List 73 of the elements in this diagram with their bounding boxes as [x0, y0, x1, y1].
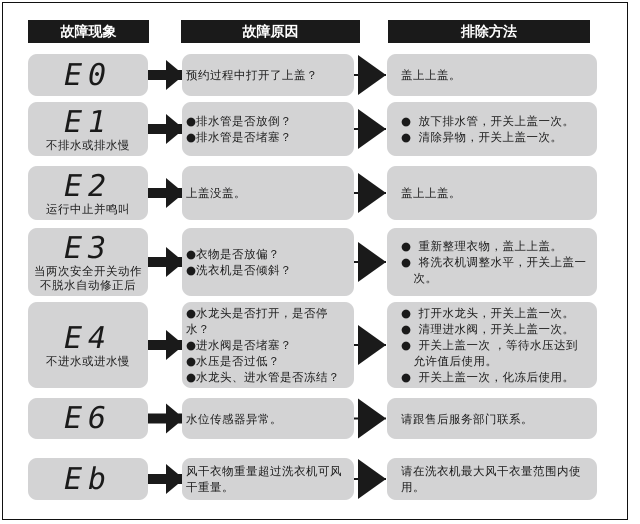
arrow — [354, 398, 386, 438]
error-code-display — [28, 166, 148, 220]
arrow — [148, 404, 184, 434]
arrow — [148, 60, 184, 90]
error-code: E4 — [64, 322, 112, 354]
error-code-display — [28, 54, 148, 96]
cause-box — [182, 166, 354, 220]
error-code: E3 — [64, 232, 112, 264]
cause-box — [182, 228, 354, 296]
arrow — [148, 330, 184, 360]
remedy-text: ● 将洗衣机调整水平，开关上盖一次。 — [401, 254, 588, 286]
cause-box — [182, 302, 354, 388]
remedy-text: ● 重新整理衣物，盖上上盖。 — [401, 238, 564, 254]
remedy-text: ● 开关上盖一次，化冻后使用。 — [401, 369, 576, 385]
error-code-display — [28, 228, 148, 296]
remedy-text: ● 清除异物，开关上盖一次。 — [401, 129, 564, 145]
cause-box — [182, 458, 354, 500]
error-code: Eb — [64, 464, 112, 494]
symptom-text: 不排水或排水慢 — [46, 138, 130, 152]
error-code-display — [28, 398, 148, 439]
arrow — [354, 242, 386, 282]
remedy-text: 请在洗衣机最大风干衣量范围内使用。 — [401, 463, 582, 495]
arrow — [148, 247, 184, 277]
cause-box — [182, 102, 354, 156]
remedy-text: 盖上上盖。 — [401, 67, 462, 83]
arrow — [354, 325, 386, 365]
cause-box — [182, 54, 354, 96]
remedy-text: ● 放下排水管，开关上盖一次。 — [401, 113, 576, 129]
arrow — [148, 464, 184, 494]
remedy-box — [387, 166, 597, 220]
symptom-text: 当两次安全开关动作不脱水自动修正后 — [33, 264, 143, 292]
cause-text: ●衣物是否放偏？ — [186, 246, 282, 262]
error-code-display — [28, 458, 148, 500]
remedy-box — [387, 228, 597, 296]
arrow — [148, 114, 184, 144]
remedy-box — [387, 54, 597, 96]
arrow — [354, 459, 386, 499]
column-header: 故障现象 — [28, 20, 149, 43]
cause-text: ●洗衣机是否倾斜？ — [186, 262, 294, 278]
column-header: 故障原因 — [181, 20, 360, 43]
arrow — [354, 173, 386, 213]
error-code: E6 — [64, 403, 112, 434]
column-header: 排除方法 — [388, 20, 590, 43]
arrow — [354, 109, 386, 149]
cause-text: ●排水管是否放倒？ — [186, 113, 294, 129]
remedy-text: 盖上上盖。 — [401, 185, 462, 201]
cause-text: 风干衣物重量超过洗衣机可风干重量。 — [186, 463, 343, 495]
cause-text: 水位传感器异常。 — [186, 410, 283, 426]
arrow — [354, 55, 386, 95]
remedy-box — [387, 458, 597, 500]
remedy-text: ● 打开水龙头，开关上盖一次。 — [401, 305, 576, 321]
error-code: E0 — [64, 60, 112, 90]
cause-text: ●排水管是否堵塞？ — [186, 129, 294, 145]
error-code-display — [28, 102, 148, 156]
cause-text: ●进水阀是否堵塞？ — [186, 337, 294, 353]
error-code: E1 — [64, 106, 112, 138]
remedy-text: ● 清理进水阀，开关上盖一次。 — [401, 321, 576, 337]
cause-text: ●水龙头、进水管是否冻结？ — [186, 369, 342, 385]
error-code: E2 — [64, 170, 112, 202]
symptom-text: 运行中止并鸣叫 — [46, 202, 130, 216]
symptom-text: 不进水或进水慢 — [46, 354, 130, 368]
cause-text: 预约过程中打开了上盖？ — [186, 67, 319, 83]
cause-text: ●水龙头是否打开，是否停水？ — [186, 305, 330, 337]
cause-text: 上盖没盖。 — [186, 185, 247, 201]
cause-box — [182, 398, 354, 439]
remedy-text: 请跟售后服务部门联系。 — [401, 410, 534, 426]
remedy-box — [387, 102, 597, 156]
remedy-box — [387, 398, 597, 439]
remedy-box — [387, 302, 597, 388]
remedy-text: ● 开关上盖一次 ，等待水压达到允许值后使用。 — [401, 337, 580, 369]
arrow — [148, 178, 184, 208]
cause-text: ●水压是否过低？ — [186, 353, 282, 369]
error-code-display — [28, 302, 148, 388]
